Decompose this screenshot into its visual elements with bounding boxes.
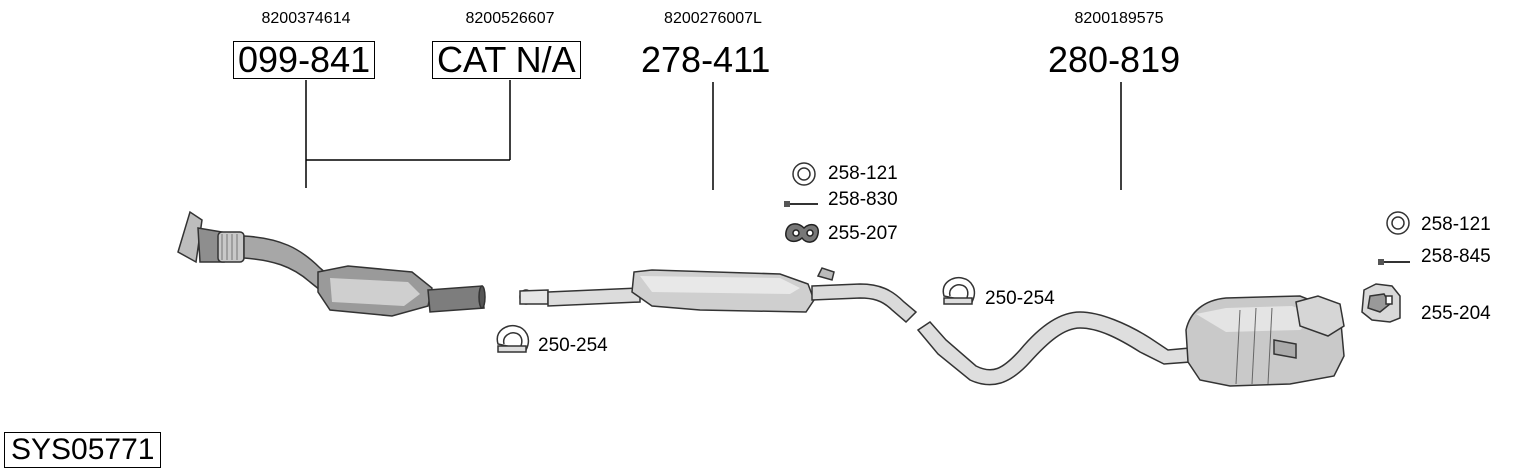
gasket-ring-icon — [792, 162, 816, 186]
part-number-middle[interactable]: 278-411 — [641, 39, 771, 80]
rear-silencer-illustration — [916, 295, 1345, 387]
accessory-label-mid-rubber[interactable]: 255-207 — [828, 223, 898, 244]
accessory-label-rear-rubber[interactable]: 255-204 — [1421, 303, 1491, 324]
accessory-label-mid-bolt[interactable]: 258-830 — [828, 189, 898, 210]
bracket-mount-icon — [1361, 283, 1401, 323]
part-number-cat2[interactable]: CAT N/A — [432, 41, 581, 79]
part-number-rear[interactable]: 280-819 — [1048, 39, 1181, 80]
gasket-ring-icon — [1386, 211, 1410, 235]
rubber-mount-icon — [785, 223, 819, 243]
oe-number-middle: 8200276007L — [664, 10, 762, 27]
accessory-label-mid-gasket[interactable]: 258-121 — [828, 163, 898, 184]
pipe-clamp-icon — [496, 324, 530, 353]
oe-number-cat2: 8200526607 — [465, 10, 555, 27]
accessory-label-clamp-mid[interactable]: 250-254 — [985, 288, 1055, 309]
bolt-icon — [1378, 259, 1410, 265]
system-code: SYS05771 — [4, 432, 162, 468]
bolt-icon — [784, 201, 818, 207]
oe-number-rear: 8200189575 — [1074, 10, 1164, 27]
pipe-clamp-icon — [942, 276, 976, 305]
accessory-label-clamp-front[interactable]: 250-254 — [538, 335, 608, 356]
accessory-label-rear-gasket[interactable]: 258-121 — [1421, 214, 1491, 235]
middle-silencer-illustration — [519, 267, 918, 324]
catalytic-converter-illustration — [177, 210, 486, 317]
oe-number-cat1: 8200374614 — [261, 10, 351, 27]
accessory-label-rear-bolt[interactable]: 258-845 — [1421, 246, 1491, 267]
leader-lines — [305, 80, 1122, 190]
part-number-cat1[interactable]: 099-841 — [233, 41, 376, 79]
